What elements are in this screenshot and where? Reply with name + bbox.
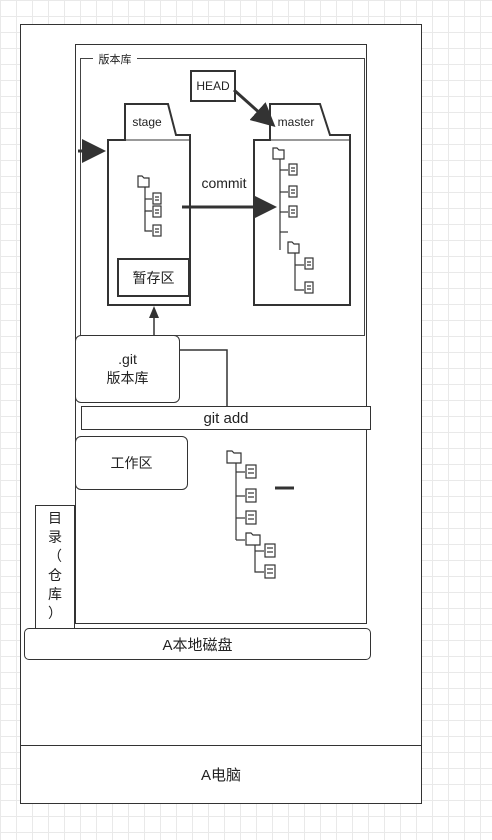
- directory-char: 仓: [48, 567, 62, 583]
- repository-title: 版本库: [93, 50, 137, 68]
- file-icon: [152, 205, 162, 218]
- local-disk-label: A本地磁盘: [162, 636, 233, 654]
- directory-label-box: [35, 505, 75, 630]
- git-add-label: git add: [203, 409, 249, 427]
- git-repo-label: .git 版本库: [106, 351, 149, 386]
- file-icon: [264, 543, 276, 558]
- commit-label: commit: [201, 175, 247, 191]
- git-add-bar: [81, 406, 371, 430]
- folder-icon: [245, 532, 261, 546]
- directory-char: ）: [48, 605, 62, 621]
- git-repo-box: [75, 335, 180, 403]
- working-area-box: [75, 436, 188, 490]
- master-file-tree: [272, 147, 314, 294]
- computer-label-box: [20, 745, 422, 804]
- file-icon: [264, 564, 276, 579]
- folder-icon: [226, 450, 242, 464]
- directory-char: （: [48, 548, 62, 564]
- file-icon: [288, 205, 298, 218]
- file-icon: [304, 257, 314, 270]
- computer-label: A电脑: [200, 767, 241, 784]
- file-icon: [245, 464, 257, 479]
- staging-area-label: 暂存区: [132, 269, 175, 286]
- file-icon: [288, 185, 298, 198]
- working-file-tree: [226, 450, 276, 579]
- head-label: HEAD: [196, 79, 230, 93]
- file-icon: [152, 224, 162, 237]
- folder-icon: [137, 175, 150, 188]
- file-icon: [152, 192, 162, 205]
- master-shape: [253, 103, 351, 306]
- file-icon: [245, 510, 257, 525]
- stage-label: stage: [132, 115, 162, 129]
- file-icon: [245, 488, 257, 503]
- directory-label: 目 录 （ 仓 库 ）: [35, 509, 75, 629]
- folder-icon: [272, 147, 285, 160]
- git-add-path: [153, 312, 228, 406]
- file-icon: [288, 163, 298, 176]
- stage-file-tree: [137, 175, 162, 237]
- file-icon: [304, 281, 314, 294]
- head-box: [190, 70, 236, 102]
- working-area-label: 工作区: [110, 455, 153, 471]
- directory-char: 录: [48, 529, 62, 545]
- head-arrow: [233, 88, 276, 127]
- master-label: master: [277, 115, 315, 129]
- directory-char: 目: [48, 510, 62, 526]
- local-disk-bar: [24, 628, 371, 660]
- staging-area-box: [117, 258, 190, 297]
- directory-char: 库: [48, 586, 62, 602]
- git-add-arrowhead: [149, 306, 159, 318]
- folder-icon: [287, 241, 300, 254]
